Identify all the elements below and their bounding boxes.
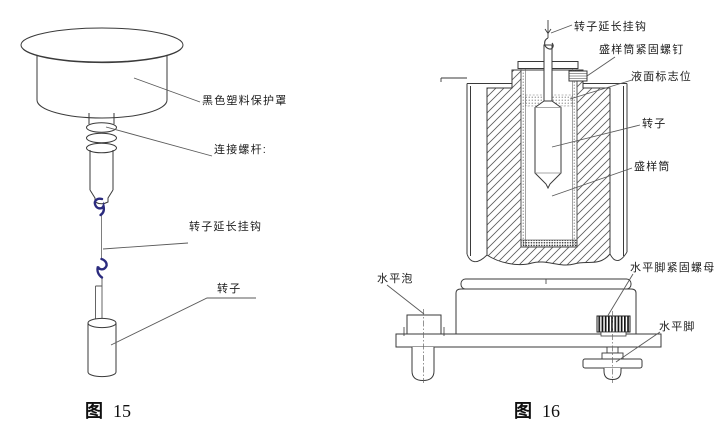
fig15-label-extension-hook: 转子延长挂钩: [189, 221, 263, 233]
fig15-caption-prefix: 图: [85, 401, 103, 421]
fig15-rotor: [87, 317, 117, 378]
fig16-fastening-screw: [568, 70, 588, 82]
fig16-label-rotor: 转子: [642, 118, 667, 130]
fig16-caption: 图 16: [514, 397, 560, 423]
fig16-drawing: [386, 20, 662, 383]
fig15-leader-lines: [102, 77, 256, 346]
fig16-caption-prefix: 图: [514, 401, 532, 421]
fig16-label-sample-cylinder: 盛样筒: [634, 161, 671, 173]
fig16-label-level-bubble: 水平泡: [377, 273, 414, 285]
fig16-level-foot: [582, 346, 643, 381]
fig16-level-bubble: [403, 314, 445, 336]
fig16-leader-lines: [386, 24, 661, 363]
fig16-label-level-foot: 水平脚: [659, 321, 696, 333]
fig16-label-extension-hook: 转子延长挂钩: [574, 21, 648, 33]
fig15-label-connecting-screw: 连接螺杆:: [214, 144, 268, 156]
fig15-label-rotor: 转子: [217, 283, 242, 295]
fig16-label-liquid-level: 液面标志位: [631, 71, 692, 83]
fig16-base: [395, 278, 662, 348]
fig15-caption-number: 15: [113, 401, 131, 421]
fig16-foot-nut: [596, 315, 631, 337]
fig16-rotor: [534, 44, 562, 190]
fig16-caption-number: 16: [542, 401, 560, 421]
fig15-upper-hook: [93, 197, 106, 217]
fig16-outer-container: [440, 77, 628, 263]
fig15-label-protective-cover: 黑色塑料保护罩: [202, 95, 288, 107]
fig16-left-foot: [411, 347, 435, 382]
fig15-caption: 图 15: [85, 397, 131, 423]
fig15-protective-cover: [20, 27, 184, 119]
fig15-drawing: [20, 27, 256, 378]
fig15-lower-hook: [96, 257, 108, 279]
fig15-rotor-stem: [95, 277, 103, 320]
fig16-label-cylinder-screw: 盛样筒紧固螺钉: [599, 44, 685, 56]
fig15-connecting-screw-rod: [86, 113, 117, 205]
fig16-label-foot-nut: 水平脚紧固螺母: [630, 262, 716, 274]
fig16-extension-hook: [544, 20, 554, 50]
